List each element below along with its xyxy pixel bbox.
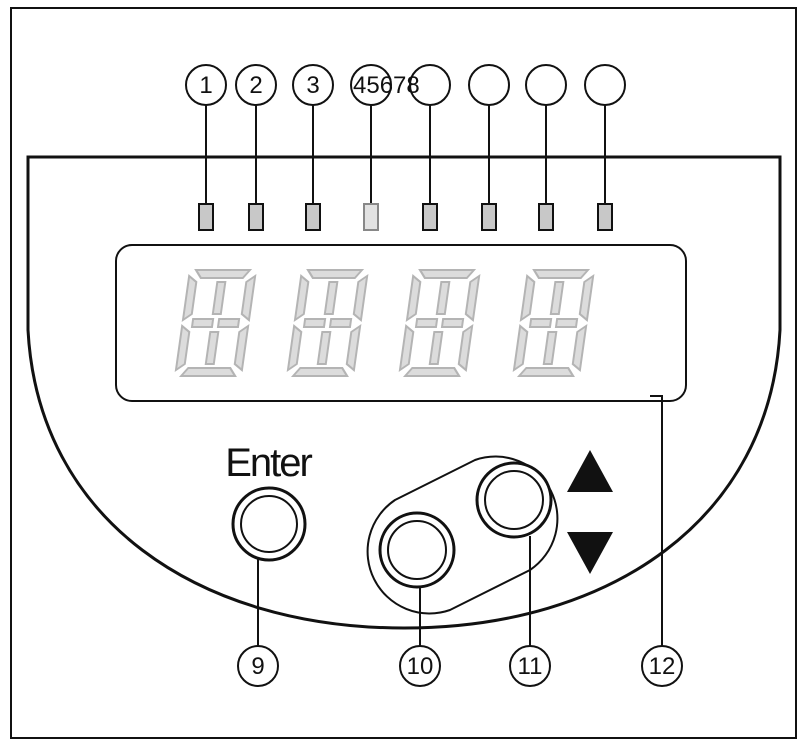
led-5 <box>422 203 438 231</box>
led-4 <box>363 203 379 231</box>
bottom-callouts: 9 10 11 12 <box>237 645 683 687</box>
down-button[interactable] <box>378 511 456 589</box>
callout-label-3: 3 <box>306 72 319 99</box>
led-2 <box>248 203 264 231</box>
led-8 <box>597 203 613 231</box>
digit-display <box>174 269 595 377</box>
callout-label-1: 1 <box>199 72 212 99</box>
callout-circle-11 <box>509 645 551 687</box>
down-arrow-icon <box>567 532 613 574</box>
led-3 <box>305 203 321 231</box>
digit-3 <box>398 269 481 377</box>
callout-circle-6 <box>468 64 510 106</box>
up-arrow-icon <box>567 450 613 492</box>
enter-button[interactable] <box>231 486 307 562</box>
callout-label-2: 2 <box>249 72 262 99</box>
callout-circle-9 <box>237 645 279 687</box>
callout-circle-8 <box>584 64 626 106</box>
digit-4 <box>512 269 595 377</box>
callout-label-11: 11 <box>518 653 543 680</box>
callout-label-12: 12 <box>649 653 676 680</box>
led-1 <box>198 203 214 231</box>
enter-label: Enter <box>225 441 312 485</box>
callout-label-10: 10 <box>407 653 434 680</box>
top-leader-lines <box>205 105 606 203</box>
digit-2 <box>286 269 369 377</box>
callout-circle-12 <box>641 645 683 687</box>
led-7 <box>538 203 554 231</box>
bottom-leader-lines <box>257 395 663 646</box>
outer-frame <box>10 7 797 739</box>
callout-circle-7 <box>525 64 567 106</box>
led-6 <box>481 203 497 231</box>
top-callouts: 1 2 3 45678 <box>185 64 626 106</box>
callout-label-9: 9 <box>251 653 264 680</box>
callout-circle-10 <box>399 645 441 687</box>
led-row <box>198 203 613 231</box>
up-button[interactable] <box>475 461 553 539</box>
callout-label-45678: 45678 <box>353 72 420 99</box>
digit-1 <box>174 269 257 377</box>
